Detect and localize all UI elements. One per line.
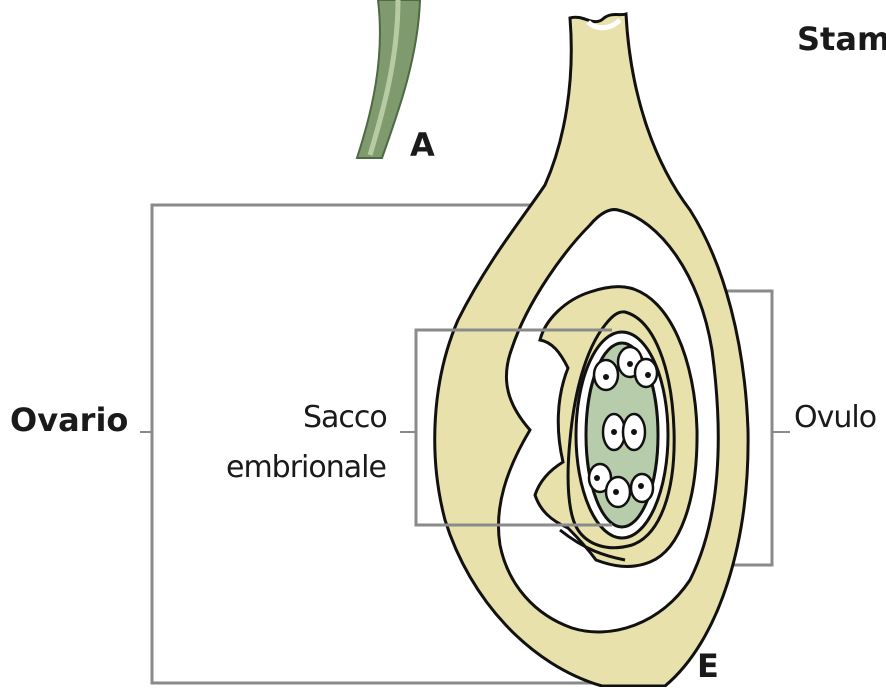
ovule-label: Ovulo <box>794 400 876 435</box>
stamen-label: Stam <box>797 20 886 58</box>
label-e: E <box>697 647 719 685</box>
label-a: A <box>410 126 435 164</box>
embryo-sac-label-line1: Sacco <box>303 400 387 435</box>
ovary-label: Ovario <box>10 401 128 439</box>
embryo-sac-label-line2: embrionale <box>226 450 386 485</box>
